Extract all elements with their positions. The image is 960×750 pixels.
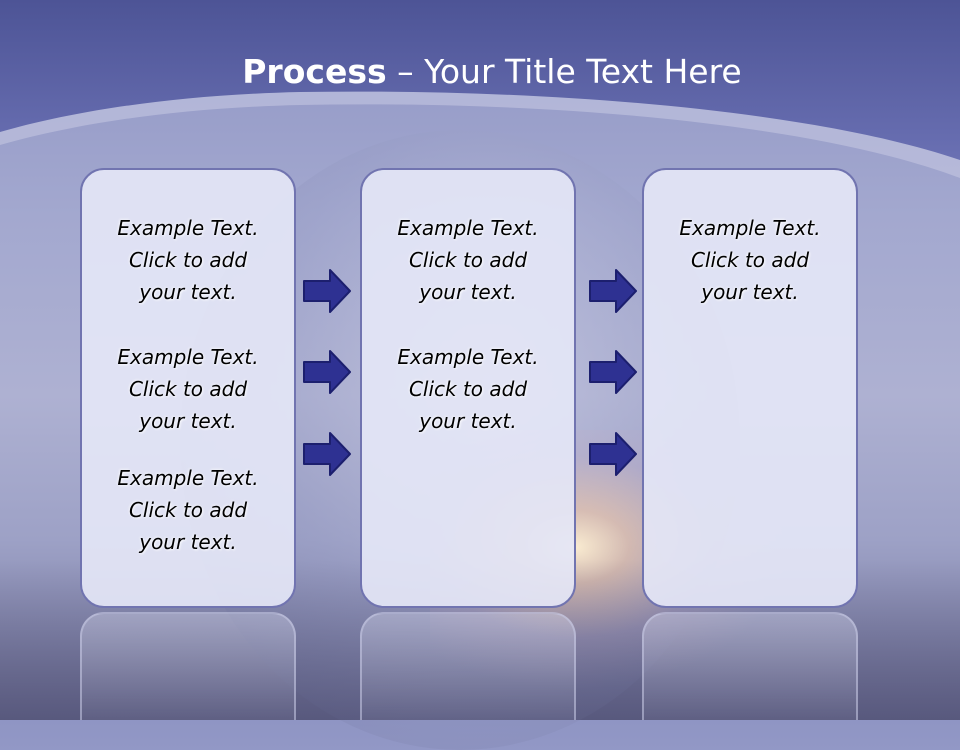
title-rest-part: – Your Title Text Here — [386, 52, 742, 91]
text-line: your text. — [139, 280, 237, 304]
text-line: Click to add — [128, 498, 248, 522]
text-line: Example Text. — [397, 345, 539, 369]
text-line: Example Text. — [679, 216, 821, 240]
text-line: your text. — [419, 280, 517, 304]
text-block[interactable]: Example Text. Click to add your text. — [644, 212, 856, 308]
text-line: your text. — [701, 280, 799, 304]
text-block[interactable]: Example Text. Click to add your text. — [82, 462, 294, 558]
arrow-right-icon — [303, 269, 351, 313]
header-banner — [0, 0, 960, 178]
text-line: your text. — [139, 530, 237, 554]
process-panel-2: Example Text. Click to add your text. Ex… — [360, 168, 576, 608]
title-bold-part: Process — [242, 52, 387, 91]
arrow-right-icon — [589, 432, 637, 476]
text-line: Click to add — [690, 248, 810, 272]
text-block[interactable]: Example Text. Click to add your text. — [362, 341, 574, 437]
process-panel-1: Example Text. Click to add your text. Ex… — [80, 168, 296, 608]
panel-reflection — [642, 612, 858, 720]
text-line: your text. — [419, 409, 517, 433]
text-line: Click to add — [128, 248, 248, 272]
text-line: Example Text. — [117, 345, 259, 369]
text-block[interactable]: Example Text. Click to add your text. — [362, 212, 574, 308]
text-block[interactable]: Example Text. Click to add your text. — [82, 341, 294, 437]
text-line: your text. — [139, 409, 237, 433]
page-title[interactable]: Process – Your Title Text Here — [0, 52, 960, 91]
arrow-right-icon — [303, 350, 351, 394]
text-line: Click to add — [408, 248, 528, 272]
text-block[interactable]: Example Text. Click to add your text. — [82, 212, 294, 308]
panel-reflection — [80, 612, 296, 720]
panel-reflection — [360, 612, 576, 720]
text-line: Click to add — [128, 377, 248, 401]
text-line: Example Text. — [397, 216, 539, 240]
text-line: Example Text. — [117, 466, 259, 490]
arrow-right-icon — [589, 269, 637, 313]
text-line: Example Text. — [117, 216, 259, 240]
process-panel-3: Example Text. Click to add your text. — [642, 168, 858, 608]
arrow-right-icon — [589, 350, 637, 394]
arrow-right-icon — [303, 432, 351, 476]
text-line: Click to add — [408, 377, 528, 401]
